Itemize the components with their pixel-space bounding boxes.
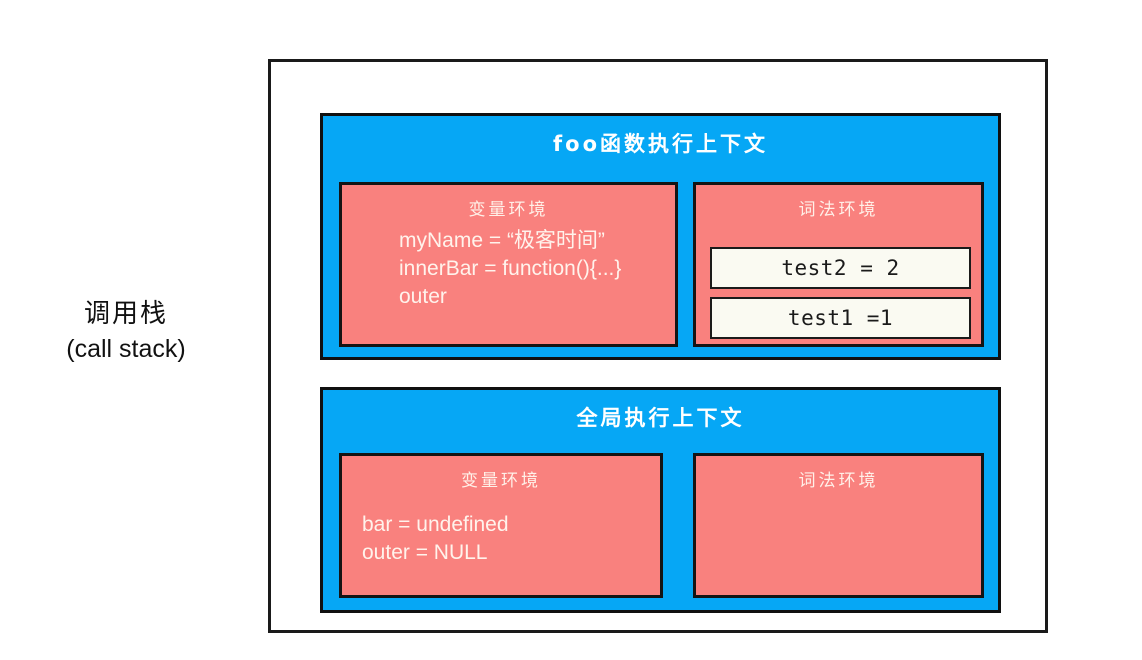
call-stack-label-cn: 调用栈 xyxy=(83,298,168,328)
foo-variable-environment-entries: myName = “极客时间” innerBar = function(){..… xyxy=(342,227,675,311)
foo-variable-environment-title: 变量环境 xyxy=(468,200,549,220)
execution-context-foo: foo函数执行上下文 变量环境 myName = “极客时间” innerBar… xyxy=(320,113,1001,360)
call-stack-label-en: (call stack) xyxy=(66,335,186,364)
execution-context-foo-title: foo函数执行上下文 xyxy=(553,132,768,156)
variable-entry: bar = undefined xyxy=(362,513,509,536)
lexical-slot: test1 =1 xyxy=(710,297,971,339)
variable-entry: innerBar = function(){...} xyxy=(399,256,622,280)
lexical-slot: test2 = 2 xyxy=(710,247,971,289)
variable-entry: myName = “极客时间” xyxy=(399,229,605,252)
foo-lexical-environment-panel: 词法环境 test2 = 2 test1 =1 xyxy=(693,182,984,347)
global-lexical-environment-panel: 词法环境 xyxy=(693,453,984,598)
execution-context-global-title: 全局执行上下文 xyxy=(576,406,745,430)
execution-context-global: 全局执行上下文 变量环境 bar = undefined outer = NUL… xyxy=(320,387,1001,613)
global-variable-environment-title: 变量环境 xyxy=(461,471,541,491)
variable-entry: outer xyxy=(399,284,447,308)
variable-entry: outer = NULL xyxy=(362,540,488,564)
global-lexical-environment-title: 词法环境 xyxy=(798,471,879,491)
call-stack-frame: foo函数执行上下文 变量环境 myName = “极客时间” innerBar… xyxy=(268,59,1048,633)
global-variable-environment-entries: bar = undefined outer = NULL xyxy=(342,511,660,567)
global-variable-environment-panel: 变量环境 bar = undefined outer = NULL xyxy=(339,453,663,598)
foo-variable-environment-panel: 变量环境 myName = “极客时间” innerBar = function… xyxy=(339,182,678,347)
foo-lexical-environment-title: 词法环境 xyxy=(798,200,879,220)
call-stack-label: 调用栈 (call stack) xyxy=(0,296,252,366)
